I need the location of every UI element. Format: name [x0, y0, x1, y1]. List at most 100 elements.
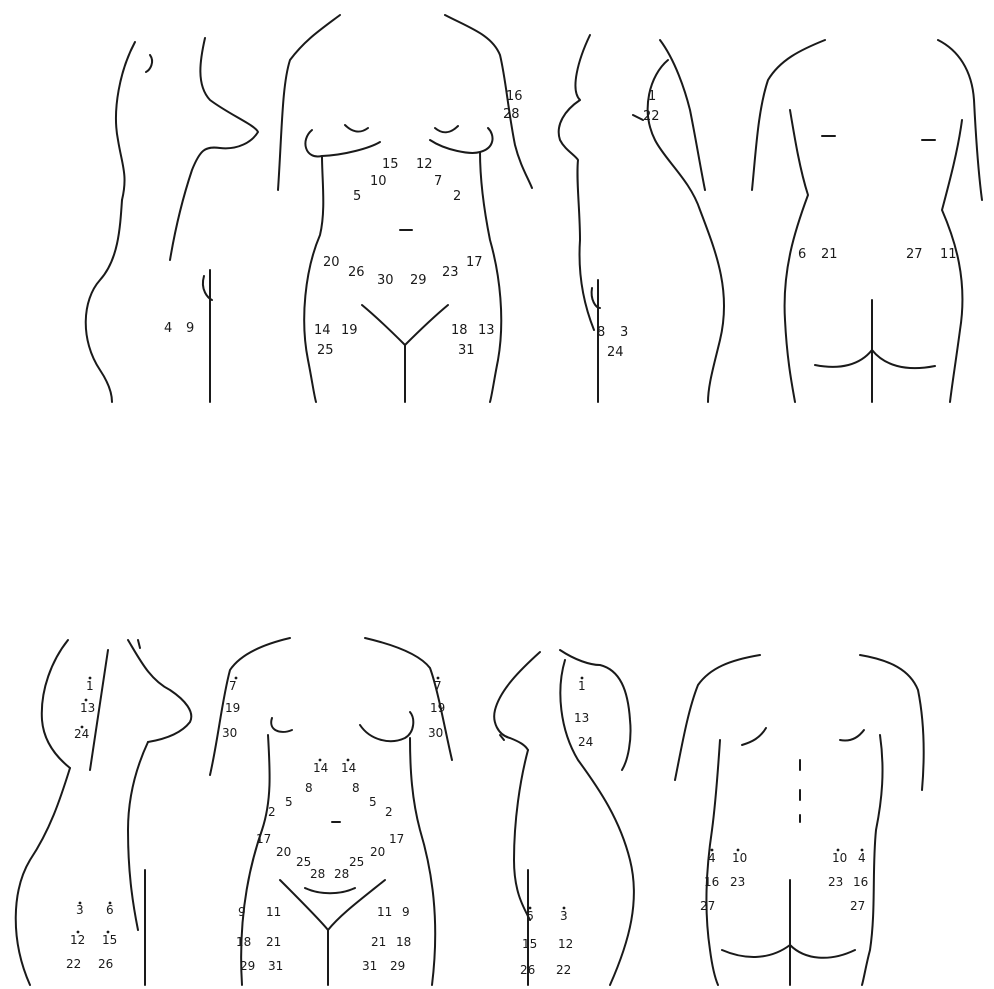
label-top-right-22: 22: [643, 109, 660, 124]
label-bottom-front-21a: 21: [266, 935, 281, 949]
top-right-side-figure: [559, 35, 724, 402]
top-back-figure: [752, 40, 982, 402]
label-bottom-front-31b: 31: [362, 959, 377, 973]
bottom-back-figure: [675, 655, 924, 985]
label-top-front-15: 15: [382, 157, 399, 172]
label-bottom-back-4a: 4: [708, 851, 716, 865]
label-bottom-left-24: 24: [74, 727, 89, 741]
label-bottom-back-4b: 4: [858, 851, 866, 865]
label-top-front-30: 30: [377, 273, 394, 288]
label-bottom-front-9b: 9: [402, 905, 410, 919]
label-bottom-front-17b: 17: [389, 832, 404, 846]
label-bottom-right-22: 22: [556, 963, 571, 977]
label-top-left-9: 9: [186, 321, 194, 336]
label-bottom-left-13: 13: [80, 701, 95, 715]
label-top-front-28: 28: [503, 107, 520, 122]
label-top-right-1: 1: [648, 89, 656, 104]
label-bottom-back-16b: 16: [853, 875, 868, 889]
label-bottom-front-14b: 14: [341, 761, 356, 775]
label-top-back-27: 27: [906, 247, 923, 262]
label-bottom-front-8b: 8: [352, 781, 360, 795]
label-top-back-21: 21: [821, 247, 838, 262]
label-bottom-front-2b: 2: [385, 805, 393, 819]
label-bottom-front-9a: 9: [238, 905, 246, 919]
label-top-front-13: 13: [478, 323, 495, 338]
label-bottom-back-16a: 16: [704, 875, 719, 889]
label-bottom-back-10a: 10: [732, 851, 747, 865]
label-bottom-left-3: 3: [76, 903, 84, 917]
label-top-front-12: 12: [416, 157, 433, 172]
label-bottom-front-25b: 25: [349, 855, 364, 869]
label-bottom-front-19a: 19: [225, 701, 240, 715]
label-top-left-4: 4: [164, 321, 172, 336]
label-top-right-3: 3: [620, 325, 628, 340]
label-bottom-front-28b: 28: [334, 867, 349, 881]
label-top-front-23: 23: [442, 265, 459, 280]
tick-marks: [77, 677, 864, 934]
label-top-front-26: 26: [348, 265, 365, 280]
label-top-back-6: 6: [798, 247, 806, 262]
label-bottom-front-29a: 29: [240, 959, 255, 973]
label-top-back-11: 11: [940, 247, 957, 262]
label-top-front-5: 5: [353, 189, 361, 204]
label-bottom-front-17a: 17: [256, 832, 271, 846]
label-bottom-front-19b: 19: [430, 701, 445, 715]
label-bottom-left-6: 6: [106, 903, 114, 917]
label-bottom-front-20b: 20: [370, 845, 385, 859]
label-bottom-front-5a: 5: [285, 795, 293, 809]
label-bottom-back-27a: 27: [700, 899, 715, 913]
label-top-front-20: 20: [323, 255, 340, 270]
top-left-side-figure: [86, 38, 258, 402]
label-bottom-right-6: 6: [526, 909, 534, 923]
label-bottom-front-11a: 11: [266, 905, 281, 919]
label-bottom-front-2a: 2: [268, 805, 276, 819]
label-bottom-front-18a: 18: [236, 935, 251, 949]
label-top-front-14: 14: [314, 323, 331, 338]
label-bottom-left-22: 22: [66, 957, 81, 971]
label-top-front-31: 31: [458, 343, 475, 358]
label-bottom-front-7b: 7: [434, 679, 442, 693]
label-bottom-front-11b: 11: [377, 905, 392, 919]
label-bottom-left-15: 15: [102, 933, 117, 947]
label-top-front-2: 2: [453, 189, 461, 204]
label-bottom-front-14a: 14: [313, 761, 328, 775]
top-row: 4 9 16 28 15 12 10 7 5 2 20 17 26 30 29 …: [86, 15, 982, 402]
label-top-front-29: 29: [410, 273, 427, 288]
label-bottom-front-18b: 18: [396, 935, 411, 949]
label-top-front-10: 10: [370, 174, 387, 189]
label-bottom-right-26: 26: [520, 963, 535, 977]
label-bottom-back-27b: 27: [850, 899, 865, 913]
label-bottom-back-23b: 23: [828, 875, 843, 889]
label-bottom-right-13: 13: [574, 711, 589, 725]
label-bottom-front-31a: 31: [268, 959, 283, 973]
label-top-front-25: 25: [317, 343, 334, 358]
label-bottom-right-24: 24: [578, 735, 593, 749]
label-top-front-19: 19: [341, 323, 358, 338]
label-top-front-7: 7: [434, 174, 442, 189]
label-bottom-back-23a: 23: [730, 875, 745, 889]
label-bottom-right-3: 3: [560, 909, 568, 923]
label-bottom-front-20a: 20: [276, 845, 291, 859]
label-bottom-right-1: 1: [578, 679, 586, 693]
label-bottom-left-1: 1: [86, 679, 94, 693]
label-bottom-right-12: 12: [558, 937, 573, 951]
label-top-right-24: 24: [607, 345, 624, 360]
label-bottom-front-8a: 8: [305, 781, 313, 795]
label-top-right-8: 8: [597, 325, 605, 340]
label-bottom-right-15: 15: [522, 937, 537, 951]
label-top-front-16: 16: [506, 89, 523, 104]
label-bottom-front-5b: 5: [369, 795, 377, 809]
bottom-front-figure: [210, 638, 452, 985]
label-bottom-front-28a: 28: [310, 867, 325, 881]
bottom-right-side-figure: [494, 650, 634, 985]
label-bottom-front-21b: 21: [371, 935, 386, 949]
label-bottom-back-10b: 10: [832, 851, 847, 865]
label-bottom-front-25a: 25: [296, 855, 311, 869]
label-bottom-front-30a: 30: [222, 726, 237, 740]
label-bottom-front-29b: 29: [390, 959, 405, 973]
label-top-front-17: 17: [466, 255, 483, 270]
label-bottom-front-7a: 7: [229, 679, 237, 693]
label-bottom-front-30b: 30: [428, 726, 443, 740]
label-bottom-left-26: 26: [98, 957, 113, 971]
